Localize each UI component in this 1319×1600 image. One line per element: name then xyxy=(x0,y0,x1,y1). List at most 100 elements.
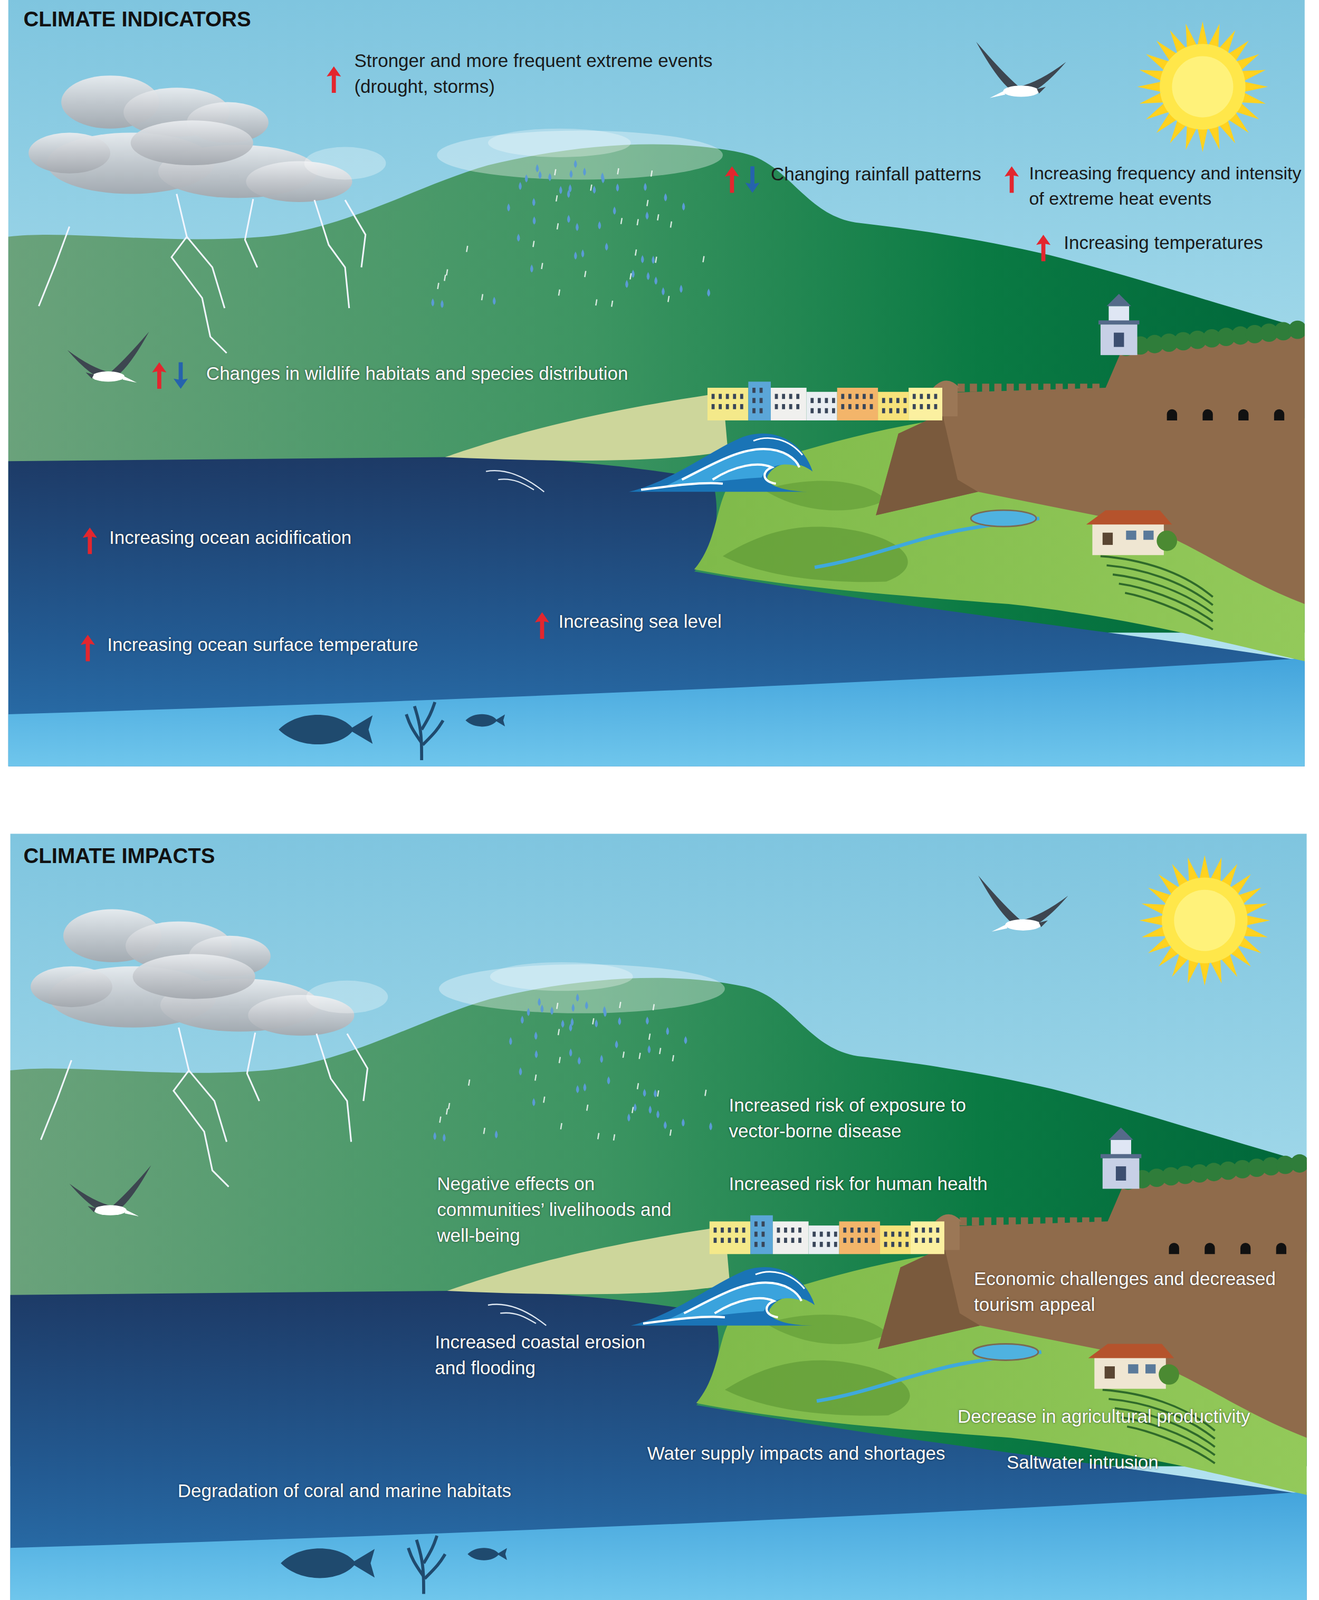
rain-drops xyxy=(559,1057,561,1064)
town-buildings xyxy=(761,1231,765,1238)
rain-drops xyxy=(629,273,632,280)
terraced-fields xyxy=(1124,593,1213,630)
fortress xyxy=(1288,320,1305,340)
town-buildings xyxy=(840,404,845,410)
rain-drops xyxy=(556,1002,558,1010)
rain-drops xyxy=(611,300,613,308)
town-buildings xyxy=(725,404,730,410)
rain-drops xyxy=(641,255,645,264)
fortress xyxy=(875,324,1305,605)
town-buildings xyxy=(824,397,828,404)
town-buildings xyxy=(754,1231,758,1238)
fortress xyxy=(877,1247,980,1350)
seabird xyxy=(91,371,125,382)
rain-drops xyxy=(661,287,665,296)
seabird xyxy=(989,91,1006,99)
town-buildings xyxy=(752,397,756,404)
town-buildings xyxy=(862,404,866,410)
fish xyxy=(278,714,373,745)
town-buildings xyxy=(750,1215,773,1255)
town-buildings xyxy=(711,394,715,400)
rain-drops xyxy=(442,1133,446,1142)
rain-drops xyxy=(643,183,647,191)
town-buildings xyxy=(789,394,793,400)
town-buildings xyxy=(850,1227,854,1234)
town-buildings xyxy=(810,397,814,404)
rain-drops xyxy=(567,214,571,223)
rain-drops xyxy=(519,1067,523,1076)
rain-drops xyxy=(682,202,686,211)
fortress xyxy=(933,380,960,388)
town-buildings xyxy=(775,404,779,410)
town-buildings xyxy=(871,1227,875,1234)
town-buildings xyxy=(926,394,931,400)
sun-symbol xyxy=(1173,890,1236,952)
rain-drops xyxy=(657,214,659,221)
storm-wave xyxy=(631,1267,815,1326)
town-buildings xyxy=(720,1237,724,1244)
town-buildings xyxy=(896,397,900,404)
town-buildings xyxy=(855,394,859,400)
fortress xyxy=(877,1154,1307,1438)
rain-drops xyxy=(586,1104,588,1112)
storm-wave xyxy=(753,437,803,455)
rain-drops xyxy=(681,1118,685,1127)
rain-drops xyxy=(558,1029,560,1036)
town-buildings xyxy=(921,1227,925,1234)
town-buildings xyxy=(857,1227,861,1234)
terraced-fields xyxy=(1119,583,1213,622)
town-buildings xyxy=(910,1221,945,1255)
town-buildings xyxy=(812,1241,816,1248)
rain-drops xyxy=(560,1123,562,1130)
rain-drops xyxy=(643,1088,647,1097)
rain-drops xyxy=(431,298,435,307)
rain-drops xyxy=(537,998,541,1007)
rain-drops xyxy=(645,1016,649,1025)
rain-drops xyxy=(437,282,439,290)
rain-drops xyxy=(670,221,672,228)
rain-drops xyxy=(571,1003,575,1012)
fortress xyxy=(1202,409,1213,421)
rain-drops xyxy=(494,1130,499,1139)
seabird xyxy=(1005,919,1041,931)
lighthouse xyxy=(1100,1154,1142,1159)
town-buildings xyxy=(824,408,828,414)
rain-drops xyxy=(659,1048,661,1055)
rain-drops xyxy=(670,1129,672,1136)
rain-drops xyxy=(617,1017,621,1026)
town-buildings xyxy=(905,1241,909,1248)
town-buildings xyxy=(754,1221,758,1227)
rain-drops xyxy=(595,299,597,306)
decrease-arrow xyxy=(173,362,188,389)
rain-drops xyxy=(648,1033,651,1040)
impact-label: Economic challenges and decreased touris… xyxy=(973,1265,1291,1318)
town-buildings xyxy=(870,394,874,400)
increase-arrow xyxy=(534,612,550,639)
rain-drops xyxy=(684,1036,688,1045)
coral xyxy=(408,1535,446,1594)
rain-drops xyxy=(667,295,669,303)
farm-house xyxy=(1143,530,1154,540)
lightning-bolt xyxy=(345,199,366,268)
rain-drops xyxy=(663,1121,667,1130)
town-buildings xyxy=(882,408,886,414)
rain-drops xyxy=(601,175,605,184)
seabird xyxy=(124,1210,139,1217)
impact-label: Degradation of coral and marine habitats xyxy=(177,1477,512,1504)
indicator-label: Increasing sea level xyxy=(558,608,722,635)
fortress xyxy=(1169,1243,1180,1255)
rain-drops xyxy=(657,1090,659,1097)
sun-symbol xyxy=(1139,855,1270,987)
town-buildings xyxy=(784,1227,788,1234)
rain-drops xyxy=(584,271,586,278)
town-buildings xyxy=(896,408,900,414)
town-buildings xyxy=(929,1227,933,1234)
rain-drops xyxy=(431,159,711,309)
fish xyxy=(467,1547,508,1561)
rain-drops xyxy=(615,1040,619,1049)
seabird xyxy=(976,41,1066,98)
rain-drops xyxy=(646,199,648,207)
rain-drops xyxy=(538,170,542,179)
rain-drops xyxy=(597,1133,599,1140)
lightning-bolt xyxy=(40,1060,72,1141)
